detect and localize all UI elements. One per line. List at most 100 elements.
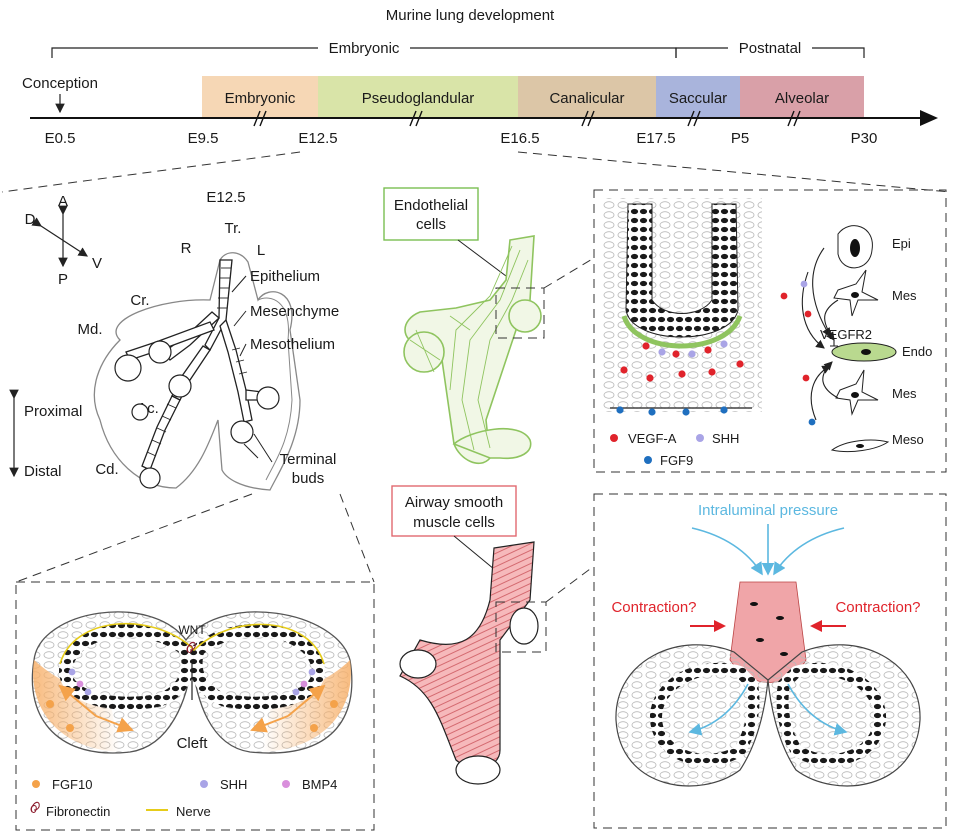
axis-posterior: P [58, 271, 68, 288]
zoom-guide-bud-right [339, 493, 375, 583]
legend-fibronectin-icon [30, 801, 40, 813]
contraction-arrows [690, 620, 846, 632]
smooth-muscle-airway [399, 541, 539, 785]
stage-band-pseudoglandular [318, 76, 518, 118]
stage-label-saccular: Saccular [669, 90, 727, 107]
label-right: R [181, 240, 192, 257]
legend-dot-shh-endo [696, 434, 704, 442]
bracket-label-embryonic: Embryonic [329, 40, 400, 57]
tick-e0-5: E0.5 [45, 130, 76, 147]
legend-fgf10: FGF10 [52, 777, 92, 792]
legend-dot-fgf10 [32, 780, 40, 788]
layer-leader-lines [231, 275, 273, 463]
legend-dot-shh [200, 780, 208, 788]
stage-label-canalicular: Canalicular [549, 90, 624, 107]
cell-label-epi: Epi [892, 236, 911, 251]
inflation-arrows [688, 683, 848, 736]
bracket-label-postnatal: Postnatal [739, 40, 802, 57]
stage-band-alveolar [740, 76, 864, 118]
label-caudal: Cd. [95, 461, 118, 478]
contraction-left: Contraction? [611, 599, 696, 616]
cell-label-mes-1: Mes [892, 288, 917, 303]
cell-label-vegfr2: VEGFR2 [820, 327, 872, 342]
bud-signal-dots [46, 668, 338, 732]
saccular-buds [615, 644, 921, 787]
bud-detail-panel [15, 581, 375, 831]
label-proximal: Proximal [24, 403, 82, 420]
endo-legend [610, 434, 704, 464]
stage-label-embryonic: Embryonic [225, 90, 296, 107]
endothelial-leader [457, 239, 507, 277]
pressure-arrows [691, 524, 845, 576]
endo-tissue [602, 198, 762, 412]
label-mesothelium: Mesothelium [250, 336, 335, 353]
cell-label-meso: Meso [892, 432, 924, 447]
legend-shh: SHH [220, 777, 247, 792]
cell-label-mes-2: Mes [892, 386, 917, 401]
endo-icon-dots [780, 280, 816, 426]
figure-title: Murine lung development [386, 7, 555, 24]
label-distal: Distal [24, 463, 62, 480]
stage-bands [202, 76, 864, 118]
conception-label: Conception [22, 75, 98, 92]
timeline-bracket-embryonic: Embryonic [51, 40, 677, 58]
smooth-muscle-detail-panel [593, 493, 947, 829]
endothelial-vessels [403, 235, 542, 464]
smooth-muscle-zoom-guide [545, 565, 595, 603]
tick-p5: P5 [731, 130, 749, 147]
legend-fibronectin: Fibronectin [46, 804, 110, 819]
tick-e9-5: E9.5 [188, 130, 219, 147]
tick-p30: P30 [851, 130, 878, 147]
timeline-breaks [253, 110, 801, 127]
fibronectin-cleft [186, 641, 196, 653]
tick-e17-5: E17.5 [636, 130, 675, 147]
label-mesenchyme: Mesenchyme [250, 303, 339, 320]
lung-stage-label: E12.5 [206, 189, 245, 206]
label-left: L [257, 242, 265, 259]
label-trachea: Tr. [225, 220, 242, 237]
smooth-muscle-label-1: Airway smooth [405, 494, 503, 511]
label-cranial: Cr. [130, 292, 149, 309]
axis-compass [31, 205, 89, 268]
legend-bmp4: BMP4 [302, 777, 337, 792]
label-medial: Md. [77, 321, 102, 338]
stage-label-alveolar: Alveolar [775, 90, 829, 107]
bud-orange-arrows [58, 684, 326, 733]
legend-dot-fgf9 [644, 456, 652, 464]
axis-ventral: V [92, 255, 102, 272]
cleft-label: Cleft [177, 735, 209, 752]
cell-label-endo: Endo [902, 344, 932, 359]
label-terminal: Terminal [280, 451, 337, 468]
tick-e12-5: E12.5 [298, 130, 337, 147]
stage-band-canalicular [518, 76, 656, 118]
endo-cell-icons [830, 225, 897, 453]
zoom-guide-e12-left [1, 151, 301, 193]
legend-fgf9: FGF9 [660, 453, 693, 468]
endothelial-label-1: Endothelial [394, 197, 468, 214]
tick-e16-5: E16.5 [500, 130, 539, 147]
legend-nerve: Nerve [176, 804, 211, 819]
stage-label-pseudoglandular: Pseudoglandular [362, 90, 475, 107]
smooth-muscle-zoom-box [495, 601, 547, 653]
bud-legend [30, 780, 290, 813]
axis-dorsal: D [25, 211, 36, 228]
timeline-bracket-postnatal: Postnatal [675, 40, 865, 58]
zoom-guide-bud-left [15, 493, 253, 583]
pressure-label: Intraluminal pressure [698, 502, 838, 519]
endothelial-detail-panel [593, 189, 947, 473]
airway-rings [146, 267, 248, 457]
label-epithelium: Epithelium [250, 268, 320, 285]
legend-dot-vegfa [610, 434, 618, 442]
bud-mesenchyme [31, 611, 353, 754]
legend-shh-endo: SHH [712, 431, 739, 446]
endo-signal-dots [616, 340, 744, 416]
label-buds: buds [292, 470, 325, 487]
endothelial-zoom-box [495, 287, 545, 339]
endothelial-label-2: cells [416, 216, 446, 233]
endothelial-label-box [383, 187, 479, 241]
endo-signaling-arrows [801, 247, 839, 421]
endothelial-zoom-guide [543, 257, 595, 289]
timeline-arrowhead [920, 110, 938, 126]
zoom-guide-e16-right [517, 151, 951, 193]
